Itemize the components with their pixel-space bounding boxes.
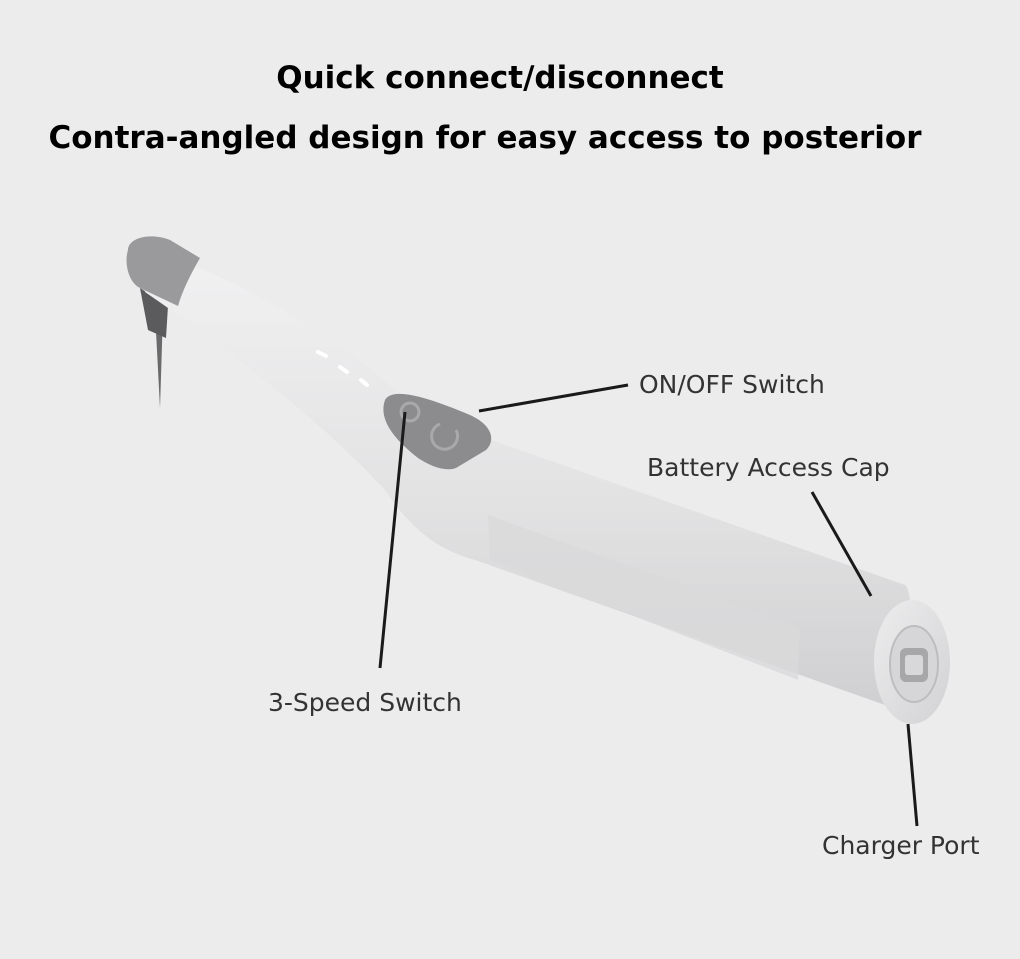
handpiece-body (145, 252, 913, 712)
headline-quick-connect: Quick connect/disconnect (276, 60, 724, 96)
charger-port-label: Charger Port (822, 831, 980, 860)
speed-indicator-light (359, 378, 369, 387)
battery-leader-line (810, 491, 873, 597)
on-off-leader-line (478, 383, 629, 413)
body-shadow-stripe (488, 515, 800, 680)
charger-leader-line (906, 723, 919, 827)
headline-contra-angle: Contra-angled design for easy access to … (48, 120, 922, 156)
endo-file-needle (155, 312, 163, 408)
speed-indicator-light (338, 365, 349, 374)
charger-port-slot (905, 655, 923, 675)
head-cap (126, 236, 200, 306)
battery-access-cap-label: Battery Access Cap (647, 453, 890, 482)
speed-button-icon (399, 401, 421, 423)
speed-leader-line (378, 411, 407, 669)
file-clip (140, 288, 168, 338)
on-off-switch-label: ON/OFF Switch (639, 370, 825, 399)
speed-indicator-light (316, 350, 328, 358)
power-button-icon (430, 422, 460, 451)
speed-switch-label: 3-Speed Switch (268, 688, 462, 717)
button-panel (383, 393, 492, 470)
